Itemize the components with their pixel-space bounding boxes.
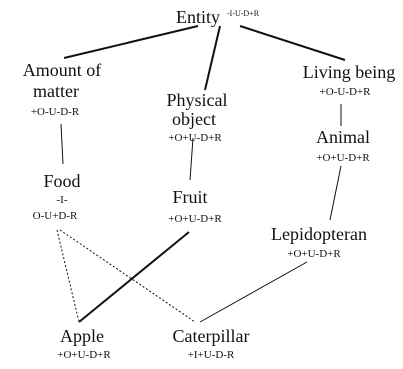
edge-layer — [56, 25, 346, 323]
node-amount-of-matter-meta: +O-U-D-R — [31, 106, 80, 118]
edge-fruit-apple — [78, 231, 190, 323]
node-caterpillar-meta: +I+U-D-R — [188, 349, 235, 361]
node-entity-meta: -I-U-D+R — [227, 9, 260, 18]
node-food-meta-line1: -I- — [57, 194, 68, 206]
node-amount-of-matter-name-line2: matter — [33, 81, 79, 101]
node-fruit-meta: +O+U-D+R — [168, 213, 222, 225]
node-physical-object-meta: +O+U-D+R — [168, 132, 222, 144]
edge-physical-object-fruit — [189, 137, 194, 181]
node-living-being: Living being +O-U-D+R — [303, 62, 396, 98]
edge-food-apple — [56, 229, 80, 323]
node-animal: Animal +O+U-D+R — [316, 127, 370, 164]
node-living-being-name: Living being — [303, 62, 396, 82]
node-living-being-meta: +O-U-D+R — [320, 86, 372, 98]
edge-entity-amount-of-matter — [63, 25, 199, 59]
edge-entity-physical-object — [204, 25, 221, 91]
node-amount-of-matter-name-line1: Amount of — [23, 60, 102, 80]
node-fruit-name: Fruit — [172, 187, 207, 207]
node-lepidopteran-meta: +O+U-D+R — [287, 248, 341, 260]
node-caterpillar: Caterpillar +I+U-D-R — [173, 326, 250, 361]
edge-amount-of-matter-food — [60, 123, 64, 165]
node-apple-meta: +O+U-D+R — [57, 349, 111, 361]
node-apple: Apple +O+U-D+R — [57, 326, 111, 361]
edge-entity-living-being — [239, 25, 346, 61]
node-fruit: Fruit +O+U-D+R — [168, 187, 222, 225]
node-entity-name: Entity — [176, 7, 220, 27]
node-food-name: Food — [43, 171, 80, 191]
node-lepidopteran: Lepidopteran +O+U-D+R — [271, 224, 367, 260]
edge-food-caterpillar — [59, 229, 196, 323]
edge-lepidopteran-caterpillar — [199, 261, 308, 323]
edge-animal-lepidopteran — [329, 165, 342, 221]
node-amount-of-matter: Amount of matter +O-U-D-R — [23, 60, 102, 118]
node-physical-object-name-line2: object — [172, 109, 216, 129]
node-apple-name: Apple — [60, 326, 104, 346]
node-entity: Entity -I-U-D+R — [176, 7, 260, 27]
node-caterpillar-name: Caterpillar — [173, 326, 250, 346]
node-lepidopteran-name: Lepidopteran — [271, 224, 367, 244]
node-food: Food -I- O-U+D-R — [33, 171, 81, 222]
node-physical-object-name-line1: Physical — [167, 90, 228, 110]
node-food-meta-line2: O-U+D-R — [33, 210, 78, 222]
node-physical-object: Physical object +O+U-D+R — [167, 90, 228, 144]
node-layer: Entity -I-U-D+R Amount of matter +O-U-D-… — [23, 7, 396, 361]
node-animal-name: Animal — [316, 127, 370, 147]
node-animal-meta: +O+U-D+R — [316, 152, 370, 164]
